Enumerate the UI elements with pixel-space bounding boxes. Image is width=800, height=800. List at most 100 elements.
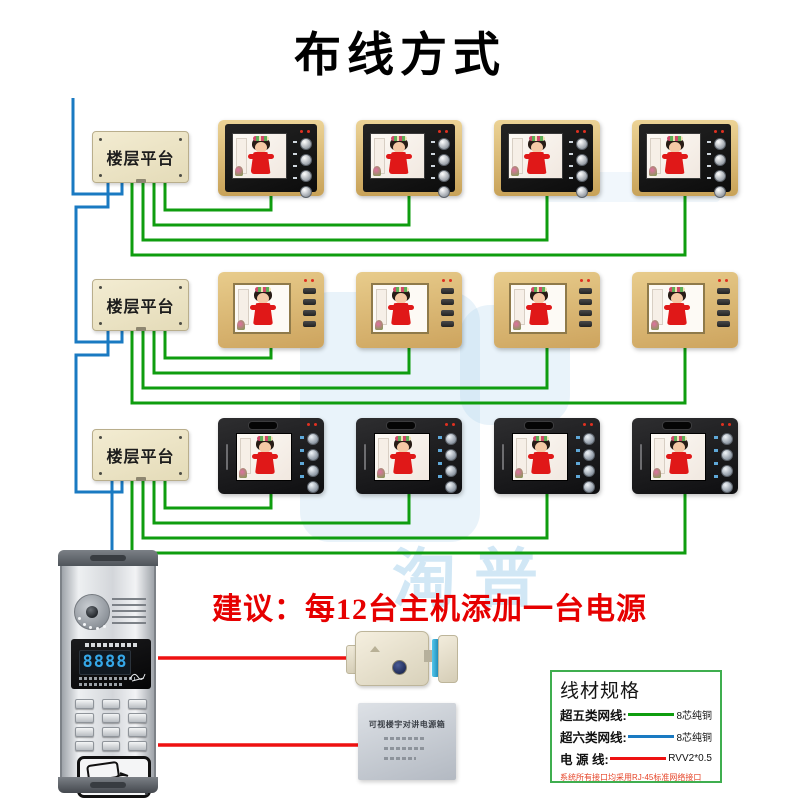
floor-row-1: 楼层平台 <box>0 120 800 210</box>
monitor-button-icons <box>714 436 718 478</box>
keypad-key[interactable] <box>75 741 94 751</box>
monitor-button <box>717 288 730 294</box>
monitor-button <box>438 138 450 150</box>
keypad-key[interactable] <box>128 713 147 723</box>
monitor-face <box>494 272 600 348</box>
keypad-key[interactable] <box>75 727 94 737</box>
legend-spec: 8芯纯铜 <box>676 732 712 744</box>
screen-child-picture <box>647 134 700 178</box>
monitor-face <box>363 124 455 198</box>
monitor-button <box>441 288 454 294</box>
monitor-speaker-grille <box>662 421 692 430</box>
monitor-speaker-grille <box>248 421 278 430</box>
monitor-face <box>356 418 462 494</box>
monitor-screen <box>509 283 567 334</box>
monitor-button <box>717 310 730 316</box>
screen-child-picture <box>371 134 424 178</box>
monitor-button <box>714 186 726 198</box>
monitor-status-leds <box>304 279 314 282</box>
monitor-button-icons <box>431 141 435 179</box>
cat6-wire-swatch <box>627 734 675 738</box>
screen-child-picture <box>235 285 289 332</box>
monitor-buttons <box>445 433 457 493</box>
monitor-button <box>300 138 312 150</box>
power-supply-box: 可视楼宇对讲电源箱 <box>358 703 456 780</box>
screw-dots <box>93 430 96 433</box>
monitor-buttons <box>721 433 733 493</box>
keypad[interactable] <box>75 699 147 751</box>
monitor-button-icons <box>576 436 580 478</box>
monitor-button <box>579 321 592 327</box>
wire-spec-legend: 线材规格 超五类网线: 8芯纯铜 超六类网线: 8芯纯铜 电 源 线: RVV2… <box>550 670 722 783</box>
monitor-button <box>583 481 595 493</box>
monitor-buttons <box>300 138 312 198</box>
screen-child-picture <box>651 434 705 480</box>
door-entry-station: 8888 <box>58 550 158 798</box>
monitor-button <box>717 321 730 327</box>
cat6-trunk-segment-3 <box>74 328 124 494</box>
monitor-status-leds <box>576 130 586 133</box>
door-station-body: 8888 <box>60 566 156 798</box>
door-station-top-cap <box>58 550 158 566</box>
keypad-key[interactable] <box>101 699 121 709</box>
monitor-face <box>632 418 738 494</box>
keypad-key[interactable] <box>128 741 147 751</box>
power-spec-line <box>384 757 416 760</box>
keypad-key[interactable] <box>75 713 94 723</box>
monitor-buttons <box>307 433 319 493</box>
monitor-button <box>583 449 595 461</box>
connector-notch <box>135 327 146 331</box>
legend-row-cat6: 超六类网线: 8芯纯铜 <box>560 725 712 747</box>
legend-note: 系统所有接口均采用RJ-45标准网络接口 <box>560 773 702 782</box>
monitor-speaker-grille <box>524 421 554 430</box>
keypad-key[interactable] <box>75 699 94 709</box>
bottom-cap-slot <box>90 782 126 788</box>
monitor-buttons <box>303 288 316 327</box>
monitor-button-icons <box>293 141 297 179</box>
indicator-dot <box>145 792 148 795</box>
connector-notch <box>135 477 146 481</box>
monitor-button <box>303 310 316 316</box>
floor-platform-label: 楼层平台 <box>106 449 175 466</box>
floor-platform-label: 楼层平台 <box>106 299 175 316</box>
top-cap-slot <box>90 555 126 561</box>
cat5e-row2-monitor1 <box>163 329 273 360</box>
power-box-label: 可视楼宇对讲电源箱 <box>368 720 446 729</box>
monitor-buttons <box>579 288 592 327</box>
lock-button[interactable] <box>392 660 407 675</box>
legend-label: 超五类网线: <box>560 708 627 723</box>
keypad-key[interactable] <box>101 713 121 723</box>
monitor-side-slot <box>640 444 642 470</box>
monitor-status-leds <box>307 423 317 426</box>
indoor-monitor <box>356 272 462 348</box>
cat5e-row3-monitor1 <box>163 479 273 510</box>
monitor-side-slot <box>364 444 366 470</box>
camera <box>74 594 110 630</box>
keypad-key[interactable] <box>128 727 147 737</box>
monitor-screen <box>512 433 568 481</box>
screw-dots <box>93 132 96 135</box>
floor-platform-box-1: 楼层平台 <box>92 131 189 183</box>
monitor-buttons <box>438 138 450 198</box>
keypad-key[interactable] <box>128 699 147 709</box>
monitor-screen <box>650 433 706 481</box>
screen-child-picture <box>237 434 291 480</box>
lock-body <box>355 631 429 686</box>
monitor-button-icons <box>438 436 442 478</box>
keypad-key[interactable] <box>101 741 121 751</box>
screen-child-picture <box>509 134 562 178</box>
watermark-text: 淘普 <box>392 543 556 615</box>
monitor-button <box>303 299 316 305</box>
monitor-button <box>583 465 595 477</box>
keypad-key[interactable] <box>101 727 121 737</box>
monitor-status-leds <box>442 279 452 282</box>
monitor-button <box>714 170 726 182</box>
monitor-button-icons <box>707 141 711 179</box>
lock-blue-strip <box>432 639 439 677</box>
monitor-face <box>639 124 731 198</box>
monitor-button <box>438 186 450 198</box>
screen-child-picture <box>375 434 429 480</box>
monitor-button <box>438 170 450 182</box>
monitor-button <box>441 299 454 305</box>
lock-strike-plate <box>438 635 458 683</box>
